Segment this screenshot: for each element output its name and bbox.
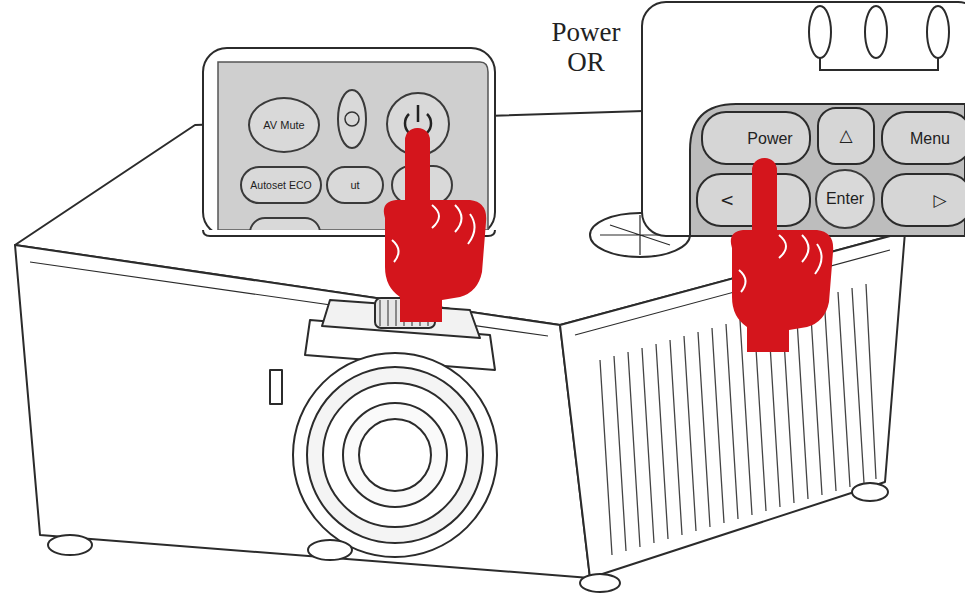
button-text: Enter bbox=[826, 190, 864, 208]
av-mute-button: AV Mute bbox=[248, 97, 320, 153]
heading-label: Power OR bbox=[531, 18, 641, 77]
power-key-label: Power bbox=[747, 129, 792, 148]
right-arrow-label: ▷ bbox=[933, 190, 946, 210]
button-text: ut bbox=[350, 179, 359, 191]
left-arrow-label: < bbox=[720, 190, 734, 210]
enter-button: Enter bbox=[815, 169, 875, 229]
up-arrow-label: △ bbox=[839, 125, 852, 145]
button-text: AV Mute bbox=[263, 119, 304, 131]
autoset-eco-button: Autoset ECO bbox=[240, 166, 322, 204]
menu-key-label: Menu bbox=[910, 129, 950, 148]
button-text: Autoset ECO bbox=[250, 179, 311, 191]
remote-button: ut bbox=[326, 166, 384, 204]
